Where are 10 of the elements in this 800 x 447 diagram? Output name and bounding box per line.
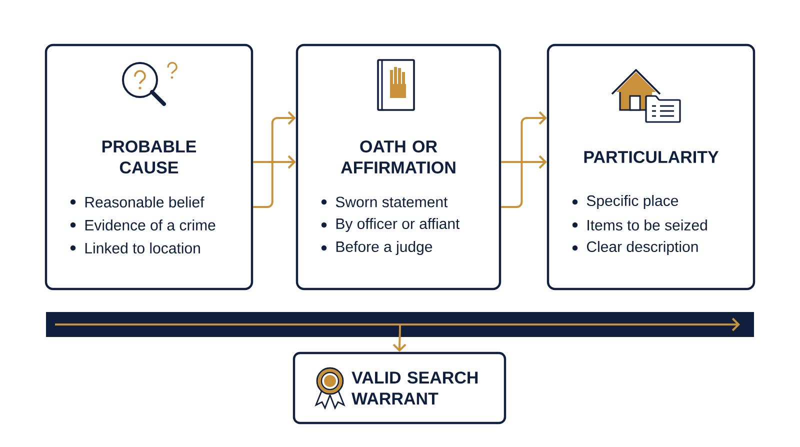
timeline-bar bbox=[46, 312, 754, 337]
arrow bbox=[253, 155, 296, 169]
arrow bbox=[253, 111, 296, 208]
arrow bbox=[501, 155, 547, 169]
arrow bbox=[501, 111, 547, 208]
result-box: VALID SEARCH WARRANT bbox=[292, 352, 506, 424]
step-card: PARTICULARITY Specific place Items to be seized Clear description bbox=[546, 44, 756, 290]
arrow bbox=[392, 325, 406, 352]
step-card: OATH OR AFFIRMATION Sworn statement By officer or affiant Before a judge bbox=[296, 44, 502, 290]
step-card: PROBABLE CAUSE Reasonable belief Evidence of a crime Linked to location bbox=[44, 44, 254, 290]
